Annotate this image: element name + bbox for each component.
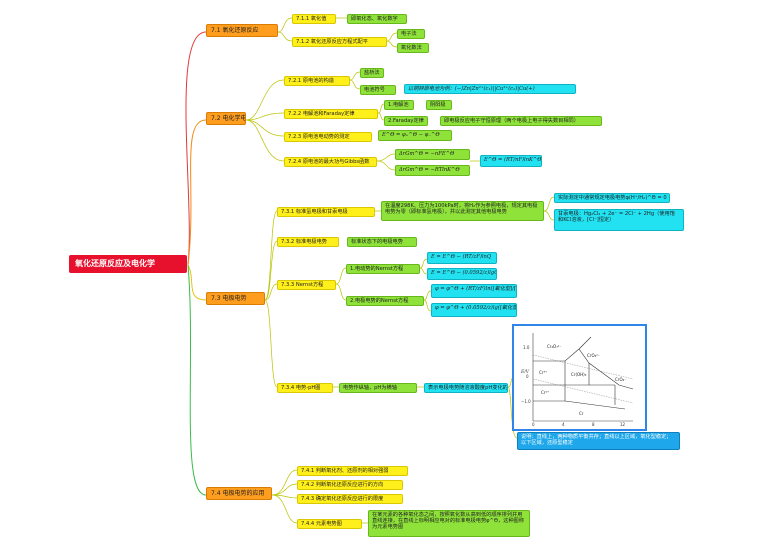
- y-tick-0: 0: [526, 374, 529, 379]
- node-7-3-4-a-2[interactable]: 说明：直线上，两种物质平衡共存；直线以上区域，氧化型稳定；以下区域，还原型稳定: [517, 432, 680, 450]
- water-lines: [532, 354, 634, 404]
- section-7-4[interactable]: 7.4 电极电势的应用: [206, 487, 272, 500]
- species-label-5: CrO₂⁻: [615, 377, 626, 382]
- node-7-2-3[interactable]: 7.2.3 原电池电动势的测定: [284, 132, 372, 142]
- node-7-2-2-b[interactable]: 2.Faraday定律: [384, 116, 428, 126]
- node-7-2-2[interactable]: 7.2.2 电解池和Faraday定律: [284, 109, 378, 119]
- branch-7-4-line: [187, 264, 207, 496]
- node-7-2-4-c[interactable]: E^Θ = (RT/nF)lnK^Θ: [480, 155, 542, 167]
- node-7-4-4[interactable]: 7.4.4 元素电势图: [297, 519, 362, 529]
- node-7-2-3-formula[interactable]: E^Θ = φ₊^Θ − φ₋^Θ: [378, 130, 452, 141]
- x-tick-12: 12: [620, 422, 626, 427]
- node-7-2-4-a[interactable]: ΔrGm^Θ = −nFE^Θ: [395, 149, 470, 160]
- node-7-2-2-b-1[interactable]: 即电极反应电子守恒原理（两个电极上电子得失数目相同）: [440, 116, 602, 126]
- node-7-3-3-a[interactable]: 1.电动势的Nernst方程: [346, 264, 420, 274]
- node-7-2-1-b[interactable]: 电池符号: [360, 85, 396, 95]
- node-7-3-1-a-1[interactable]: 实际测定中通常规定电极电势φ(H⁺/H₂)^Θ = 0: [554, 193, 670, 203]
- node-7-3-1-a-2[interactable]: 甘汞电极：Hg₂Cl₂ + 2e⁻ = 2Cl⁻ + 2Hg（使用饱和KCl溶液…: [554, 209, 684, 231]
- node-7-2-2-a[interactable]: 1.电解池: [384, 100, 414, 110]
- node-7-3-2-a[interactable]: 标准状态下的电极电势: [347, 237, 417, 247]
- node-7-1-1-a[interactable]: 即氧化态、氧化数字: [347, 14, 407, 24]
- x-tick-4: 4: [562, 422, 565, 427]
- node-7-2-1[interactable]: 7.2.1 原电池的构造: [284, 76, 350, 86]
- x-tick-8: 8: [592, 422, 595, 427]
- node-7-4-1[interactable]: 7.4.1 判断氧化剂、还原剂的相对强弱: [297, 466, 408, 476]
- node-7-2-1-a[interactable]: 盐桥法: [360, 68, 384, 78]
- node-7-3-4[interactable]: 7.3.4 电势-pH图: [277, 383, 333, 393]
- species-label-7: Cr: [579, 411, 584, 416]
- node-7-4-4-a[interactable]: 在某元素的各种氧化态之间，按照氧化数从高到低的顺序排列并用直线连接，在直线上标明…: [368, 510, 530, 537]
- node-7-3-3-a-1[interactable]: E = E^Θ − (RT/zF)lnQ: [427, 252, 497, 264]
- section-7-3[interactable]: 7.3 电极电势: [206, 292, 265, 305]
- node-7-4-3[interactable]: 7.4.3 确定氧化还原反应进行的限度: [297, 494, 403, 504]
- node-7-3-2[interactable]: 7.3.2 标准电极电势: [277, 237, 339, 247]
- node-7-3-4-a-1[interactable]: 表示电极电势随溶液酸度pH变化的图: [424, 383, 508, 393]
- phase-boundaries: [533, 336, 634, 410]
- x-tick-0: 0: [532, 422, 535, 427]
- node-7-1-2-a[interactable]: 电子法: [397, 29, 425, 39]
- y-tick-1: 1.0: [523, 345, 530, 350]
- section-7-1[interactable]: 7.1 氧化还原反应: [206, 24, 278, 37]
- node-7-3-1-a[interactable]: 在温度298K、压力为100kPa时，将H₂作为参照电极，规定其电极电势为零（即…: [381, 201, 544, 221]
- node-7-1-2[interactable]: 7.1.2 氧化还原反应方程式配平: [292, 37, 387, 47]
- node-7-2-4[interactable]: 7.2.4 原电池的最大功与Gibbs函数: [284, 157, 377, 167]
- node-7-2-1-b-1[interactable]: 以铜锌原电池为例：(−)Zn|Zn²⁺(c₁)||Cu²⁺(c₂)|Cu(+): [404, 84, 576, 94]
- y-axis-label: E/V: [520, 369, 530, 375]
- node-7-3-3-b[interactable]: 2.电极电势的Nernst方程: [346, 296, 424, 306]
- node-7-1-2-b[interactable]: 氧化数法: [397, 43, 429, 53]
- branch-7-2-line: [187, 119, 207, 266]
- potential-ph-diagram[interactable]: E/V 1.0 0 −1.0 0 4 8 12 Cr₂O₇²⁻ CrO₄²⁻ C…: [512, 324, 647, 431]
- node-7-2-2-a-1[interactable]: 阴阳极: [426, 100, 452, 110]
- branch-7-1-line: [185, 31, 207, 266]
- branch-7-3-line: [187, 264, 207, 301]
- section-7-2[interactable]: 7.2 电化学电池: [206, 112, 246, 125]
- species-label-1: Cr₂O₇²⁻: [547, 344, 562, 349]
- node-7-4-2[interactable]: 7.4.2 判断氧化还原反应进行的方向: [297, 480, 403, 490]
- node-7-3-3[interactable]: 7.3.3 Nernst方程: [277, 280, 336, 290]
- node-7-3-3-b-2[interactable]: φ = φ^Θ + (0.0592/z)lg([氧化型]/[还原型]): [431, 303, 517, 317]
- node-7-3-4-a[interactable]: 电势作纵轴，pH为横轴: [339, 383, 417, 393]
- species-label-3: Cr³⁺: [539, 370, 547, 375]
- node-7-3-1[interactable]: 7.3.1 标准氢电极和甘汞电极: [277, 207, 375, 217]
- node-7-1-1[interactable]: 7.1.1 氧化值: [292, 14, 336, 24]
- species-label-4: Cr(OH)₃: [571, 372, 587, 377]
- node-7-3-3-a-2[interactable]: E = E^Θ − (0.0592/z)lgQ: [427, 268, 497, 280]
- species-label-6: Cr²⁺: [541, 390, 549, 395]
- y-tick-neg1: −1.0: [521, 399, 531, 404]
- potential-ph-plot: E/V 1.0 0 −1.0 0 4 8 12 Cr₂O₇²⁻ CrO₄²⁻ C…: [520, 333, 634, 427]
- root-node[interactable]: 氧化还原反应及电化学: [69, 255, 187, 273]
- species-label-2: CrO₄²⁻: [587, 353, 600, 358]
- node-7-2-4-b[interactable]: ΔrGm^Θ = −RTlnK^Θ: [395, 165, 470, 176]
- node-7-3-3-b-1[interactable]: φ = φ^Θ + (RT/zF)ln([氧化型]/[还原型]): [431, 284, 517, 298]
